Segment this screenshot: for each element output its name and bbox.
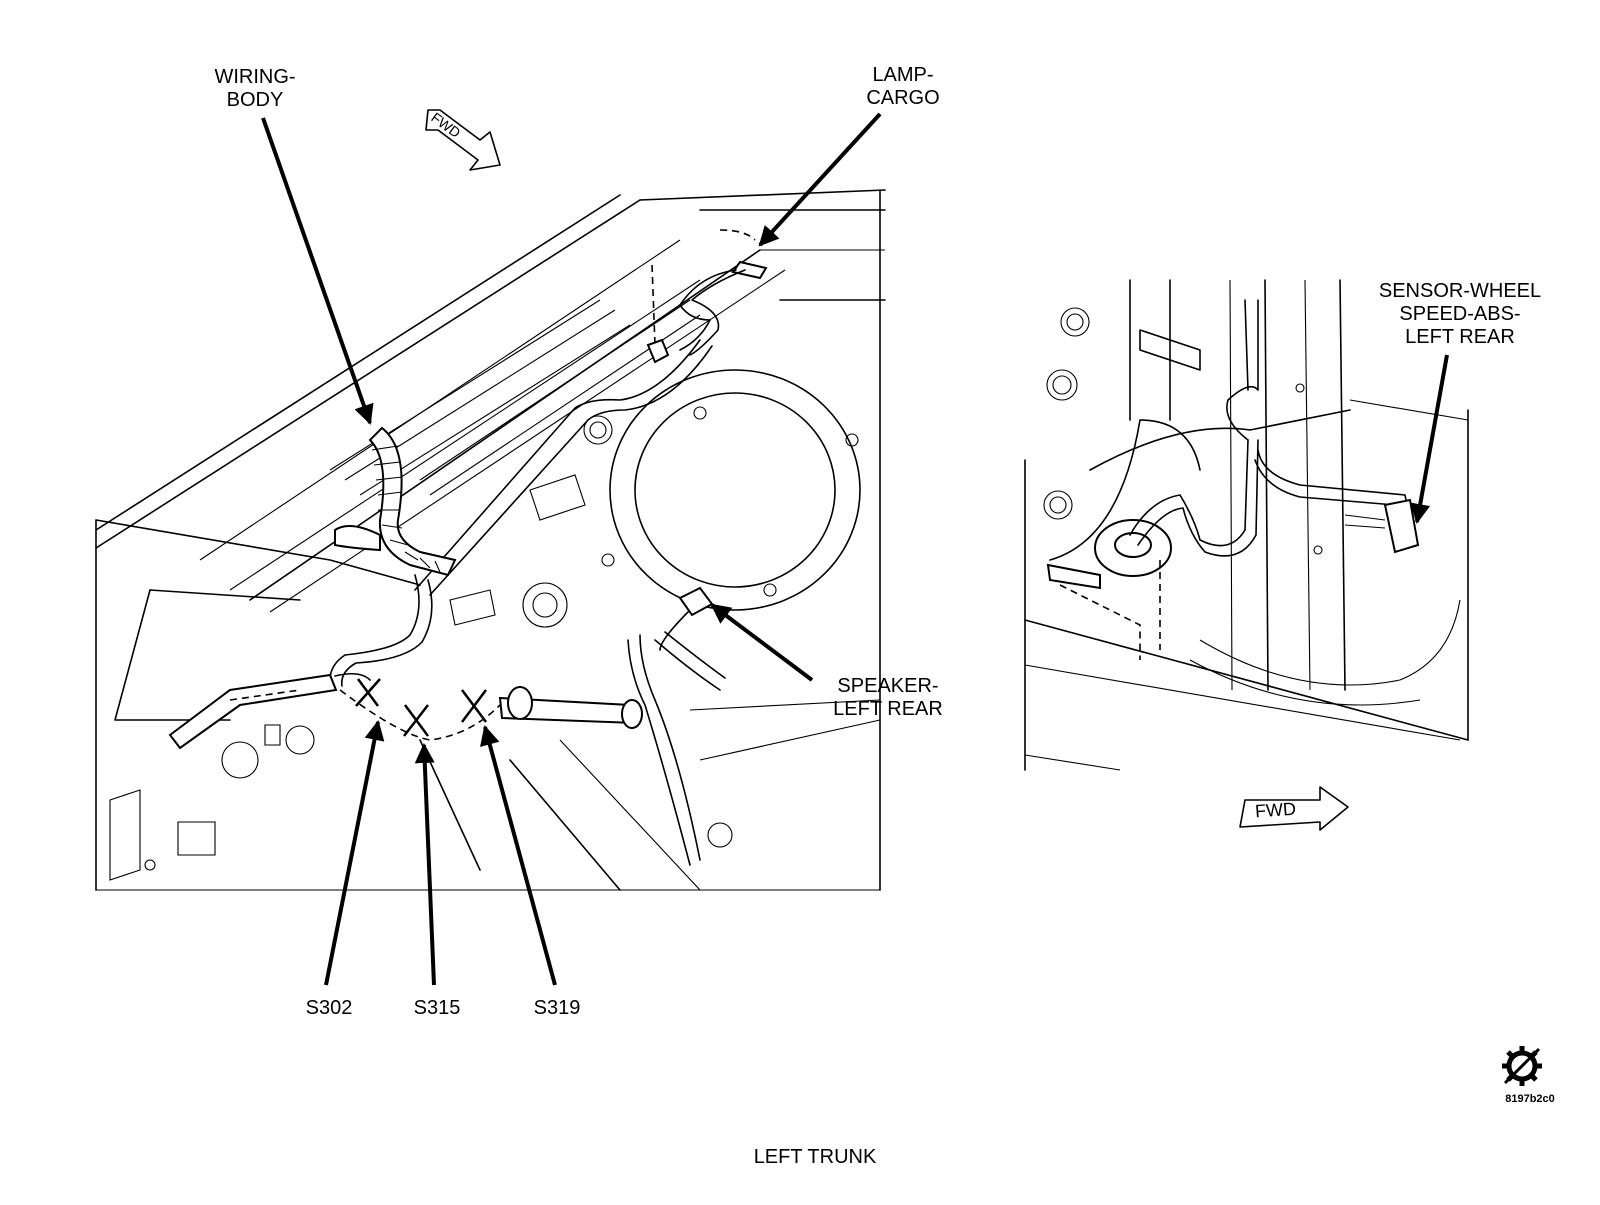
speaker-left-rear-label: SPEAKER-LEFT REAR [833, 675, 943, 720]
wheel-speed-sensor-illustration [1024, 279, 1469, 831]
fwd-arrow-left [425, 109, 501, 171]
fwd-arrow-right [1239, 786, 1349, 831]
figure-caption: LEFT TRUNK [753, 1146, 877, 1168]
gear-slash-icon [1502, 1046, 1542, 1086]
figure-id: 8197b2c0 [1505, 1093, 1555, 1105]
wiring-body-label: WIRING-BODY [214, 66, 296, 111]
left-trunk-illustration [95, 109, 886, 986]
lamp-cargo-label: LAMP-CARGO [866, 64, 940, 109]
splice-s302-label: S302 [305, 997, 353, 1019]
fwd-label-right: FWD [1254, 798, 1297, 822]
splice-s315-label: S315 [413, 997, 461, 1019]
splice-s319-label: S319 [533, 997, 581, 1019]
